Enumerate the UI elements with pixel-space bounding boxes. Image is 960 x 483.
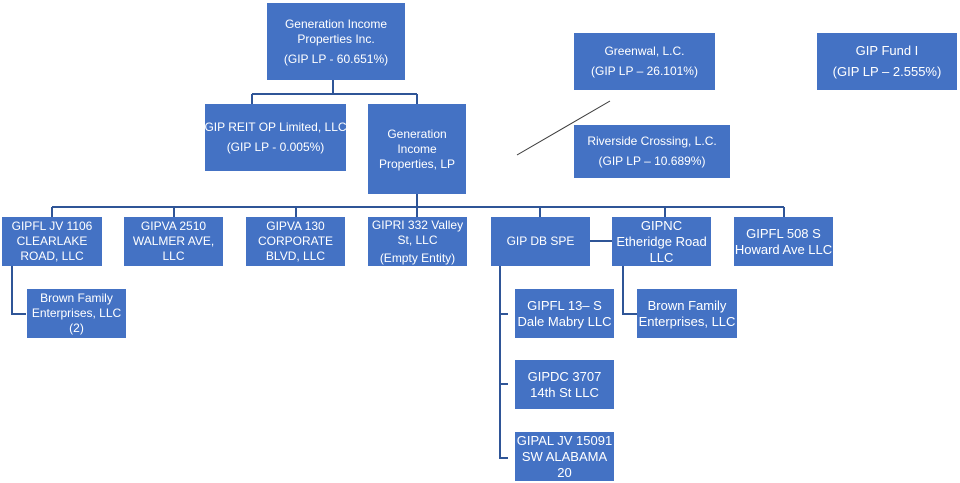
node-text: (GIP LP – 2.555%) [832, 64, 942, 79]
node-text: Brown Family [40, 291, 113, 305]
node-reit-op: GIP REIT OP Limited, LLC (GIP LP - 0.005… [204, 104, 347, 171]
node-valley: GIPRI 332 Valley St, LLC (Empty Entity) [368, 217, 467, 266]
node-text: GIPNC [640, 217, 683, 233]
node-howard: GIPFL 508 S Howard Ave LLC [734, 217, 833, 266]
node-riverside: Riverside Crossing, L.C. (GIP LP – 10.68… [574, 125, 730, 178]
node-text: GIPFL 13– S [527, 297, 602, 313]
node-text: LLC [162, 249, 185, 263]
node-alabama: GIPAL JV 15091 SW ALABAMA 20 [515, 432, 614, 481]
node-db-spe: GIP DB SPE [491, 217, 590, 266]
connector-dbspe-to-children [499, 266, 508, 459]
node-text: Properties Inc. [297, 31, 375, 46]
node-text: (GIP LP – 10.689%) [598, 154, 706, 168]
node-text: GIPAL JV 15091 [516, 432, 613, 448]
node-text: Enterprises, LLC [638, 313, 736, 329]
connector-lp-to-subsidiaries [51, 194, 785, 217]
node-text: GIP Fund I [855, 43, 919, 58]
stray-line [516, 100, 611, 156]
node-fund-i: GIP Fund I (GIP LP – 2.555%) [817, 33, 957, 90]
node-gip-inc: Generation Income Properties Inc. (GIP L… [267, 3, 405, 80]
node-text: GIP REIT OP Limited, LLC [204, 120, 347, 134]
node-greenwal: Greenwal, L.C. (GIP LP – 26.101%) [574, 33, 715, 90]
node-text: Greenwal, L.C. [604, 44, 685, 58]
node-text: GIPDC 3707 [527, 368, 602, 384]
node-text: Income [397, 141, 437, 156]
node-text: GIPVA 130 [266, 219, 325, 233]
node-clearlake: GIPFL JV 1106 CLEARLAKE ROAD, LLC [2, 217, 102, 266]
node-text: GIPFL 508 S [746, 225, 821, 241]
node-text: GIPRI 332 Valley [371, 217, 464, 232]
node-brown-2: Brown Family Enterprises, LLC (2) [27, 289, 126, 338]
node-walmer: GIPVA 2510 WALMER AVE, LLC [124, 217, 223, 266]
node-text: LLC [649, 249, 674, 265]
node-corporate: GIPVA 130 CORPORATE BLVD, LLC [246, 217, 345, 266]
connector-clearlake-to-brown [11, 266, 26, 315]
node-text: Generation Income [284, 16, 388, 31]
node-text: (GIP LP - 60.651%) [283, 51, 389, 66]
node-text: GIPVA 2510 [140, 219, 207, 233]
node-14th-st: GIPDC 3707 14th St LLC [515, 360, 614, 409]
node-text: CORPORATE [257, 234, 334, 248]
node-text: Etheridge Road [616, 233, 707, 249]
node-text: Properties, LP [378, 156, 456, 171]
node-brown-1: Brown Family Enterprises, LLC [637, 289, 737, 338]
node-text: Riverside Crossing, L.C. [587, 134, 717, 148]
node-text: GIP DB SPE [506, 234, 575, 248]
node-text: Howard Ave LLC [734, 241, 833, 257]
node-text: Enterprises, LLC [31, 306, 122, 320]
node-text: (GIP LP - 0.005%) [226, 140, 325, 154]
node-text: (Empty Entity) [379, 250, 456, 265]
connector-etheridge-to-brown [622, 266, 637, 315]
node-text: 20 [557, 464, 572, 480]
node-text: 14th St LLC [530, 384, 599, 400]
node-text: SW ALABAMA [521, 448, 608, 464]
node-text: (2) [69, 321, 84, 335]
node-text: CLEARLAKE [16, 234, 88, 248]
node-text: Dale Mabry LLC [517, 313, 612, 329]
node-text: ROAD, LLC [20, 249, 84, 263]
node-text: Brown Family [647, 297, 727, 313]
node-gip-lp: Generation Income Properties, LP [368, 104, 466, 194]
node-text: GIPFL JV 1106 [11, 219, 93, 233]
node-dale-mabry: GIPFL 13– S Dale Mabry LLC [515, 289, 614, 338]
node-text: BLVD, LLC [265, 249, 326, 263]
connector-inc-to-children [251, 80, 418, 104]
node-text: (GIP LP – 26.101%) [591, 64, 698, 78]
node-text: WALMER AVE, [132, 234, 215, 248]
node-text: Generation [387, 126, 447, 141]
node-etheridge: GIPNC Etheridge Road LLC [612, 217, 711, 266]
node-text: St, LLC [397, 232, 438, 247]
